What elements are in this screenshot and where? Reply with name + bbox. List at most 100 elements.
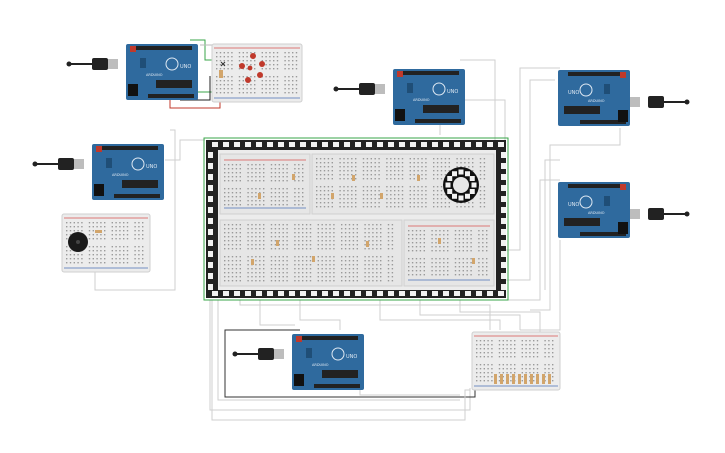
- neopixel-pixel[interactable]: [366, 291, 372, 296]
- neopixel-pixel[interactable]: [212, 291, 218, 296]
- ring-pixel[interactable]: [465, 171, 470, 177]
- neopixel-pixel[interactable]: [208, 185, 213, 191]
- wire-right-2[interactable]: [505, 79, 555, 281]
- neopixel-pixel[interactable]: [421, 142, 427, 147]
- wire-bottom-7[interactable]: [459, 300, 541, 332]
- resistor[interactable]: [352, 175, 355, 181]
- neopixel-pixel[interactable]: [234, 142, 240, 147]
- wire-bottom-1[interactable]: [209, 300, 471, 411]
- neopixel-pixel[interactable]: [432, 291, 438, 296]
- neopixel-pixel[interactable]: [208, 218, 213, 224]
- ring-pixel[interactable]: [452, 171, 457, 177]
- neopixel-pixel[interactable]: [289, 291, 295, 296]
- reset-button[interactable]: [296, 336, 302, 342]
- wire-right-3[interactable]: [505, 179, 560, 301]
- resistor[interactable]: [512, 374, 515, 384]
- neopixel-pixel[interactable]: [476, 291, 482, 296]
- neopixel-pixel[interactable]: [300, 142, 306, 147]
- wire-bottom-10[interactable]: [211, 300, 470, 421]
- neopixel-pixel[interactable]: [322, 142, 328, 147]
- led-red-1[interactable]: [250, 53, 256, 59]
- led-red-2[interactable]: [259, 61, 265, 67]
- neopixel-pixel[interactable]: [501, 262, 506, 268]
- wire-right-5[interactable]: [530, 128, 621, 311]
- wire-bottom-5[interactable]: [379, 300, 501, 330]
- neopixel-pixel[interactable]: [311, 291, 317, 296]
- led-red-5[interactable]: [239, 63, 245, 69]
- neopixel-pixel[interactable]: [498, 142, 504, 147]
- neopixel-pixel[interactable]: [410, 142, 416, 147]
- neopixel-pixel[interactable]: [465, 291, 471, 296]
- resistor[interactable]: [276, 240, 279, 246]
- neopixel-pixel[interactable]: [476, 142, 482, 147]
- neopixel-pixel[interactable]: [366, 142, 372, 147]
- neopixel-pixel[interactable]: [388, 291, 394, 296]
- neopixel-pixel[interactable]: [501, 185, 506, 191]
- reset-button[interactable]: [397, 71, 403, 77]
- wire-center-1[interactable]: [460, 59, 496, 140]
- resistor[interactable]: [312, 256, 315, 262]
- neopixel-pixel[interactable]: [212, 142, 218, 147]
- neopixel-pixel[interactable]: [208, 284, 213, 290]
- neopixel-pixel[interactable]: [501, 284, 506, 290]
- neopixel-pixel[interactable]: [344, 291, 350, 296]
- neopixel-pixel[interactable]: [465, 142, 471, 147]
- reset-button[interactable]: [96, 146, 102, 152]
- resistor[interactable]: [536, 374, 539, 384]
- neopixel-pixel[interactable]: [344, 142, 350, 147]
- neopixel-pixel[interactable]: [501, 174, 506, 180]
- neopixel-pixel[interactable]: [311, 142, 317, 147]
- neopixel-pixel[interactable]: [223, 142, 229, 147]
- resistor[interactable]: [494, 374, 497, 384]
- neopixel-pixel[interactable]: [487, 291, 493, 296]
- wire-bottom-2[interactable]: [217, 300, 460, 401]
- reset-button[interactable]: [620, 184, 626, 190]
- neopixel-pixel[interactable]: [377, 291, 383, 296]
- neopixel-pixel[interactable]: [399, 291, 405, 296]
- neopixel-pixel[interactable]: [245, 142, 251, 147]
- neopixel-pixel[interactable]: [454, 142, 460, 147]
- led-red-6[interactable]: [247, 65, 253, 71]
- neopixel-pixel[interactable]: [443, 142, 449, 147]
- neopixel-pixel[interactable]: [267, 291, 273, 296]
- resistor-buzzer[interactable]: [95, 230, 102, 233]
- wire-left-1[interactable]: [94, 129, 176, 291]
- resistor[interactable]: [331, 193, 334, 199]
- resistor-small[interactable]: [219, 70, 223, 78]
- resistor[interactable]: [506, 374, 509, 384]
- neopixel-pixel[interactable]: [432, 142, 438, 147]
- neopixel-pixel[interactable]: [501, 152, 506, 158]
- reset-button[interactable]: [620, 72, 626, 78]
- neopixel-pixel[interactable]: [208, 196, 213, 202]
- ring-pixel[interactable]: [469, 189, 475, 194]
- neopixel-pixel[interactable]: [208, 262, 213, 268]
- neopixel-pixel[interactable]: [333, 142, 339, 147]
- ring-pixel[interactable]: [447, 189, 453, 194]
- reset-button[interactable]: [130, 46, 136, 52]
- neopixel-pixel[interactable]: [355, 142, 361, 147]
- neopixel-pixel[interactable]: [208, 163, 213, 169]
- wire-bottom-9[interactable]: [239, 300, 491, 330]
- resistor[interactable]: [548, 374, 551, 384]
- resistor[interactable]: [500, 374, 503, 384]
- wire-bottom-black[interactable]: [224, 329, 476, 398]
- neopixel-pixel[interactable]: [421, 291, 427, 296]
- neopixel-pixel[interactable]: [278, 291, 284, 296]
- neopixel-pixel[interactable]: [443, 291, 449, 296]
- neopixel-pixel[interactable]: [208, 229, 213, 235]
- led-red-4[interactable]: [245, 77, 251, 83]
- neopixel-pixel[interactable]: [267, 142, 273, 147]
- neopixel-pixel[interactable]: [289, 142, 295, 147]
- neopixel-pixel[interactable]: [498, 291, 504, 296]
- resistor[interactable]: [542, 374, 545, 384]
- neopixel-pixel[interactable]: [208, 273, 213, 279]
- resistor[interactable]: [366, 241, 369, 247]
- resistor[interactable]: [258, 193, 261, 199]
- ring-pixel[interactable]: [458, 169, 464, 175]
- wire-right-6[interactable]: [520, 240, 561, 331]
- neopixel-ring[interactable]: [443, 167, 479, 203]
- led-red-3[interactable]: [257, 72, 263, 78]
